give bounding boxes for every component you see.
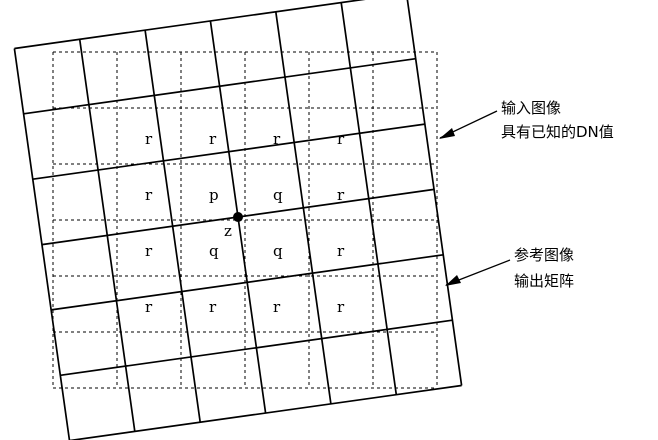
reference-image-label-line1: 参考图像 [514,246,574,264]
input-image-annotation: 输入图像 具有已知的DN值 [439,99,614,141]
input-image-label-line2: 具有已知的DN值 [501,123,614,141]
input-grid-line [60,319,453,377]
cell-letter-r: r [337,298,345,316]
cell-letter-r: r [273,298,281,316]
cell-letter-r: r [145,130,153,148]
cell-letter-r: r [145,242,153,260]
cell-letter-r: r [337,186,345,204]
cell-letter-q: q [273,186,283,204]
input-grid-line [69,384,462,440]
input-grid-line [406,0,463,386]
cell-letter-p: p [209,186,219,204]
input-image-label-line1: 输入图像 [501,99,561,117]
z-label: z [224,222,232,240]
cell-letter-r: r [145,186,153,204]
cell-letter-r: r [145,298,153,316]
reference-image-annotation: 参考图像 输出矩阵 [445,246,574,290]
reference-image-label-line2: 输出矩阵 [514,272,574,290]
cell-letter-r: r [337,242,345,260]
cell-letter-q: q [273,242,283,260]
input-image-arrowhead [439,128,455,139]
cell-letter-r: r [209,130,217,148]
cell-letter-r: r [337,130,345,148]
cell-letter-r: r [209,298,217,316]
cell-letters: r r r r r p q r r q q r r r r r [145,130,345,316]
input-grid-line [340,2,398,395]
input-grid-rotated [13,0,463,440]
input-grid-line [50,253,444,311]
cell-letter-r: r [273,130,281,148]
reference-image-arrowhead [445,275,461,286]
input-grid-line [274,11,332,405]
z-point [233,212,243,222]
cell-letter-q: q [209,242,219,260]
